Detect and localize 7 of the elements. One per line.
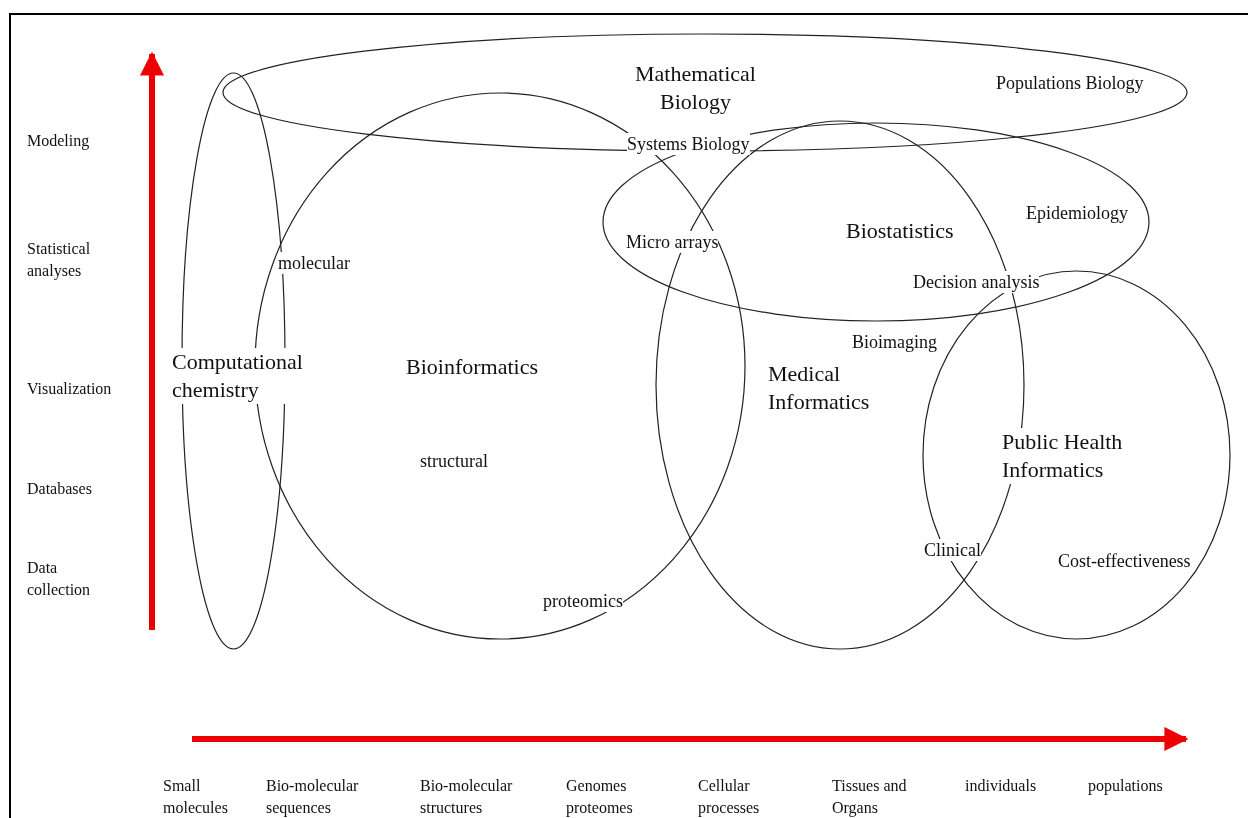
topic-label: Systems Biology <box>627 133 750 155</box>
topic-label: molecular <box>278 252 350 274</box>
topic-label: Clinical <box>924 539 981 561</box>
field-name: Public Health Informatics <box>1002 428 1123 484</box>
field-name: Computational chemistry <box>172 348 303 404</box>
topic-label: Decision analysis <box>913 271 1040 293</box>
topic-label: Micro arrays <box>626 231 719 253</box>
